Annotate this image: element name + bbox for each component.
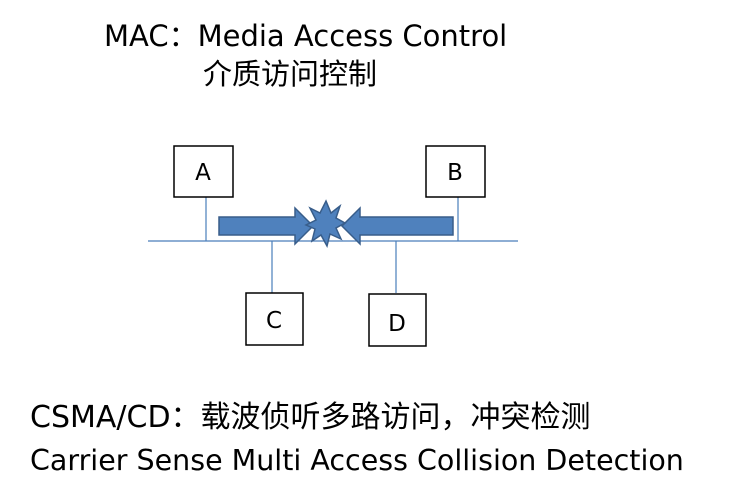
- node-c-label: C: [266, 308, 282, 334]
- footer-line-2: Carrier Sense Multi Access Collision Det…: [30, 444, 684, 477]
- arrow-right-icon: [218, 206, 315, 246]
- collision-burst-icon: [304, 199, 347, 249]
- node-d: D: [368, 293, 427, 347]
- node-c: C: [245, 292, 304, 346]
- arrow-left-icon: [340, 206, 454, 246]
- title-line-1: MAC：Media Access Control: [104, 19, 508, 53]
- node-b: B: [425, 145, 486, 198]
- node-a-label: A: [195, 160, 211, 186]
- footer-line-1: CSMA/CD：载波侦听多路访问，冲突检测: [30, 400, 591, 435]
- title-line-2: 介质访问控制: [203, 57, 378, 91]
- node-d-label: D: [388, 311, 406, 337]
- node-b-label: B: [447, 160, 463, 186]
- node-a: A: [173, 145, 234, 198]
